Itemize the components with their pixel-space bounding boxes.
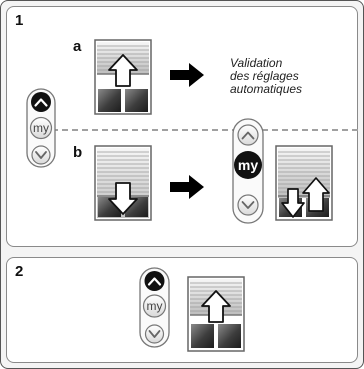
arrow-right-icon [170, 63, 204, 87]
window-panes-step2 [191, 324, 241, 348]
my-button: my [29, 116, 53, 140]
substep-label-a: a [73, 38, 82, 55]
arrow-up-icon [302, 177, 330, 212]
step-number-2: 2 [15, 263, 24, 280]
shutter-window-b [94, 145, 152, 221]
arrow-right-icon [170, 175, 204, 199]
my-button-label: my [33, 121, 49, 135]
arrow-down-icon [108, 182, 138, 215]
up-button-pressed [144, 271, 165, 291]
shutter-window-b-result [275, 145, 333, 221]
shutter-window-step2 [187, 276, 245, 352]
remote-control-step1: my [26, 88, 56, 168]
panel-step-2 [6, 257, 358, 363]
remote-control-step2: my [139, 267, 170, 348]
shutter-slats-a [97, 42, 149, 75]
window-panes-a [98, 89, 148, 112]
note-line-1: Validation [230, 56, 283, 70]
my-button-label: my [147, 299, 163, 313]
arrow-down-icon [281, 188, 305, 218]
down-button [31, 145, 51, 165]
down-button [237, 194, 259, 216]
remote-control-step1b: my [232, 118, 264, 224]
my-button: my [142, 294, 167, 318]
my-button-pressed: my [234, 151, 262, 179]
arrow-up-icon [201, 290, 231, 323]
my-button-label: my [238, 157, 258, 173]
up-button [31, 92, 51, 112]
shutter-window-a [94, 39, 152, 115]
automatic-settings-note: Validation des réglages automatiques [230, 57, 350, 96]
note-line-2: des réglages [230, 69, 299, 83]
substep-label-b: b [73, 144, 83, 161]
step-number-1: 1 [15, 12, 24, 29]
down-button [144, 324, 165, 344]
arrow-up-icon [108, 54, 138, 87]
dashed-divider [42, 129, 358, 131]
up-button [237, 124, 259, 146]
note-line-3: automatiques [230, 82, 303, 96]
